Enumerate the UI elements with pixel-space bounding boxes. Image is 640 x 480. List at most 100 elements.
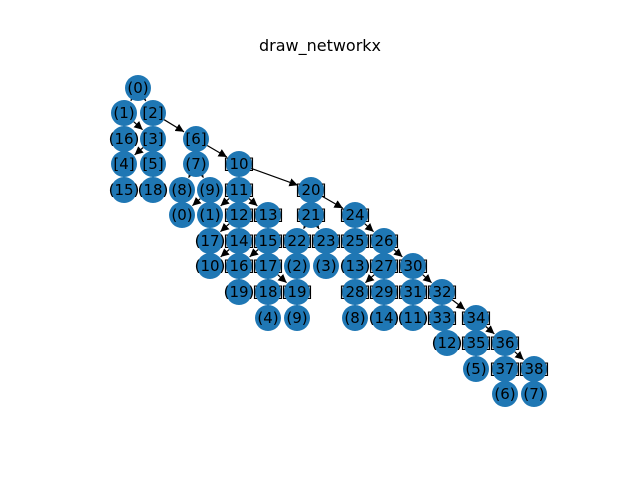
graph-node: (9) — [197, 177, 223, 203]
graph-node: [2] — [140, 100, 166, 126]
graph-node: (0) — [125, 75, 151, 101]
graph-node: [4] — [111, 151, 137, 177]
node-circle — [371, 253, 397, 279]
node-circle — [111, 151, 137, 177]
node-label: (10) — [195, 257, 226, 275]
node-circle — [429, 279, 455, 305]
nodes-layer: (0)(1)[2](16)[3][6][4][5](7)[10](15)(18)… — [109, 75, 549, 407]
graph-node: (7) — [183, 151, 209, 177]
graph-node: (18) — [138, 177, 168, 203]
node-label: (12) — [432, 334, 463, 352]
graph-node: [11] — [224, 177, 254, 203]
node-label: (13) — [340, 257, 371, 275]
node-label: [31] — [398, 283, 429, 301]
node-circle — [521, 381, 547, 407]
node-label: (6) — [494, 385, 515, 403]
graph-node: (7) — [521, 381, 547, 407]
node-label: (1) — [113, 104, 134, 122]
edge-n43-n50 — [451, 299, 466, 310]
graph-node: [18] — [253, 279, 283, 305]
node-circle — [226, 177, 252, 203]
node-label: [12] — [224, 206, 255, 224]
node-label: (7) — [523, 385, 544, 403]
edge-n18-n22 — [219, 222, 230, 233]
edge-n8-n12 — [188, 168, 197, 178]
node-label: [29] — [369, 283, 400, 301]
chart-title: draw_networkx — [259, 36, 381, 56]
node-circle — [197, 228, 223, 254]
node-label: [30] — [398, 257, 429, 275]
edge-n53-n56 — [514, 350, 525, 361]
node-label: [20] — [296, 181, 327, 199]
edge-n4-n6 — [134, 146, 144, 156]
edge-n28-n36 — [393, 248, 403, 258]
node-label: [6] — [185, 130, 206, 148]
graph-node: [16] — [224, 253, 255, 279]
edge-n21-n28 — [364, 222, 375, 233]
graph-node: (16) — [109, 126, 140, 152]
node-label: [4] — [113, 155, 134, 173]
node-circle — [255, 202, 281, 228]
edge-n23-n29 — [220, 248, 230, 258]
graph-node: (14) — [369, 305, 399, 331]
node-circle — [371, 305, 397, 331]
node-circle — [463, 305, 489, 331]
node-circle — [492, 356, 518, 382]
graph-node: [29] — [369, 279, 400, 305]
graph-node: [20] — [296, 177, 327, 203]
node-label: (5) — [465, 360, 486, 378]
node-label: [33] — [427, 309, 458, 327]
node-circle — [169, 177, 195, 203]
node-circle — [111, 100, 137, 126]
graph-node: [31] — [398, 279, 429, 305]
node-circle — [434, 330, 460, 356]
node-circle — [169, 202, 195, 228]
node-label: [22] — [282, 232, 313, 250]
node-circle — [226, 202, 252, 228]
graph-node: [33] — [427, 305, 458, 331]
graph-node: [19] — [282, 279, 312, 305]
node-label: [26] — [369, 232, 400, 250]
edge-n24-n30 — [249, 248, 259, 258]
node-label: (11) — [398, 309, 429, 327]
node-label: [27] — [369, 257, 400, 275]
graph-node: (3) — [313, 253, 339, 279]
node-label: (7) — [185, 155, 206, 173]
node-circle — [313, 253, 339, 279]
node-label: (16) — [109, 130, 140, 148]
node-circle — [284, 305, 310, 331]
graph-node: (2) — [284, 253, 310, 279]
node-label: [16] — [224, 257, 255, 275]
node-label: [10] — [224, 155, 255, 173]
node-label: [14] — [224, 232, 255, 250]
node-circle — [111, 126, 137, 152]
graph-node: (10) — [195, 253, 226, 279]
node-circle — [400, 305, 426, 331]
edge-n1-n4 — [133, 120, 144, 131]
edge-n35-n40 — [364, 273, 375, 284]
node-label: (17) — [195, 232, 226, 250]
edge-n9-n15 — [250, 167, 299, 187]
graph-node: [14] — [224, 228, 255, 254]
node-label: (8) — [344, 309, 365, 327]
node-circle — [140, 151, 166, 177]
node-label: (15) — [109, 181, 140, 199]
node-label: (9) — [199, 181, 220, 199]
edge-n20-n26 — [311, 219, 320, 230]
node-circle — [521, 356, 547, 382]
graph-node: [17] — [253, 253, 284, 279]
node-circle — [371, 279, 397, 305]
edge-n0-n2 — [137, 91, 147, 102]
graph-node: (8) — [342, 305, 368, 331]
graph-node: [38] — [519, 356, 549, 382]
graph-node: [6] — [183, 126, 209, 152]
node-circle — [255, 305, 281, 331]
node-label: [17] — [253, 257, 284, 275]
graph-node: [27] — [369, 253, 400, 279]
node-circle — [492, 381, 518, 407]
node-label: [13] — [253, 206, 284, 224]
node-circle — [197, 177, 223, 203]
graph-node: [24] — [340, 202, 370, 228]
node-circle — [226, 151, 252, 177]
